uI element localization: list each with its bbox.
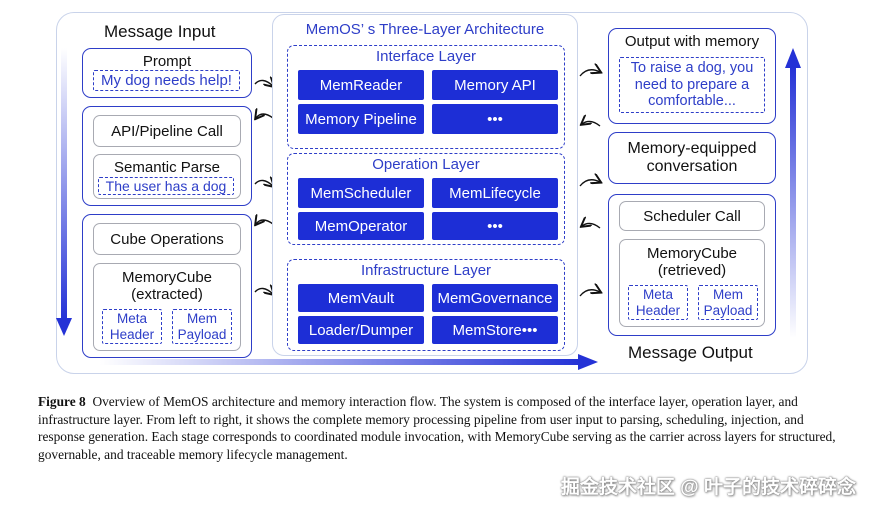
left-meta-header: Meta Header: [102, 309, 162, 344]
memorycube-extracted-box: MemoryCube (extracted) Meta Header Mem P…: [93, 263, 241, 351]
module-memstore: MemStore•••: [432, 316, 558, 344]
right-mem-payload: Mem Payload: [698, 285, 758, 320]
module-memvault: MemVault: [298, 284, 424, 312]
semantic-parse-value: The user has a dog: [98, 177, 234, 195]
curved-connectors: [255, 70, 600, 297]
api-pipeline-call-box: API/Pipeline Call: [93, 115, 241, 147]
figure-caption: Figure 8 Overview of MemOS architecture …: [38, 393, 838, 463]
module-memgovernance: MemGovernance: [432, 284, 558, 312]
memorycube-extracted-line2: (extracted): [131, 286, 203, 304]
right-flow-head: [785, 48, 801, 68]
right-flow-bar: [790, 66, 796, 338]
output-with-memory-box: Output with memory To raise a dog, you n…: [608, 28, 776, 124]
module-loader-dumper: Loader/Dumper: [298, 316, 424, 344]
interface-layer: Interface Layer MemReader Memory API Mem…: [287, 45, 565, 149]
scheduler-call-box: Scheduler Call: [619, 201, 765, 231]
figure-label: Figure 8: [38, 394, 86, 409]
left-mem-line2: Payload: [177, 326, 227, 342]
module-memreader: MemReader: [298, 70, 424, 100]
memorycube-retrieved-line1: MemoryCube: [646, 245, 738, 262]
operation-layer-title: Operation Layer: [372, 156, 480, 173]
output-line3: comfortable...: [648, 93, 736, 110]
prompt-box: Prompt My dog needs help!: [82, 48, 252, 98]
memorycube-retrieved-line2: (retrieved): [657, 262, 727, 280]
architecture-title: MemOS’ s Three-Layer Architecture: [305, 21, 545, 38]
output-response-text: To raise a dog, you need to prepare a co…: [619, 57, 765, 113]
left-meta-line1: Meta: [116, 310, 147, 326]
infrastructure-layer-title: Infrastructure Layer: [360, 262, 492, 279]
operation-layer: Operation Layer MemScheduler MemLifecycl…: [287, 153, 565, 245]
infrastructure-layer: Infrastructure Layer MemVault MemGoverna…: [287, 259, 565, 351]
left-mem-line1: Mem: [187, 310, 217, 326]
right-meta-line2: Header: [635, 302, 681, 318]
output-line1: To raise a dog, you: [630, 59, 754, 76]
prompt-label: Prompt: [142, 53, 192, 70]
memorycube-retrieved-box: MemoryCube (retrieved) Meta Header Mem P…: [619, 239, 765, 327]
cube-operations-group: Cube Operations MemoryCube (extracted) M…: [82, 214, 252, 358]
parse-group: API/Pipeline Call Semantic Parse The use…: [82, 106, 252, 206]
cube-operations-box: Cube Operations: [93, 223, 241, 255]
right-meta-line1: Meta: [642, 286, 673, 302]
message-input-title: Message Input: [104, 22, 216, 41]
module-interface-more: •••: [432, 104, 558, 134]
caption-text: Overview of MemOS architecture and memor…: [38, 394, 836, 462]
watermark: 掘金技术社区 @ 叶子的技术碎碎念: [560, 477, 856, 498]
bottom-flow-head: [578, 354, 598, 370]
module-operation-more: •••: [432, 212, 558, 240]
memory-conversation-box: Memory-equipped conversation: [608, 132, 776, 184]
semantic-parse-box: Semantic Parse The user has a dog: [93, 154, 241, 199]
right-mem-line2: Payload: [703, 302, 753, 318]
conversation-line2: conversation: [646, 158, 738, 175]
output-line2: need to prepare a: [634, 76, 750, 93]
right-mem-line1: Mem: [713, 286, 743, 302]
module-memory-pipeline: Memory Pipeline: [298, 104, 424, 134]
conversation-line1: Memory-equipped: [627, 139, 757, 157]
left-meta-line2: Header: [109, 326, 155, 342]
interface-layer-title: Interface Layer: [375, 48, 477, 65]
output-with-memory-title: Output with memory: [624, 33, 760, 50]
bottom-flow-bar: [100, 359, 580, 365]
module-memoperator: MemOperator: [298, 212, 424, 240]
retrieval-group: Scheduler Call MemoryCube (retrieved) Me…: [608, 194, 776, 336]
prompt-value: My dog needs help!: [93, 70, 240, 91]
module-memlifecycle: MemLifecycle: [432, 178, 558, 208]
right-meta-header: Meta Header: [628, 285, 688, 320]
message-output-title: Message Output: [628, 343, 753, 362]
left-flow-bar: [61, 48, 67, 320]
left-flow-head: [56, 318, 72, 336]
memorycube-extracted-line1: MemoryCube: [121, 269, 213, 286]
module-memscheduler: MemScheduler: [298, 178, 424, 208]
module-memory-api: Memory API: [432, 70, 558, 100]
semantic-parse-label: Semantic Parse: [114, 159, 220, 176]
left-mem-payload: Mem Payload: [172, 309, 232, 344]
architecture-panel: MemOS’ s Three-Layer Architecture Interf…: [272, 14, 578, 356]
